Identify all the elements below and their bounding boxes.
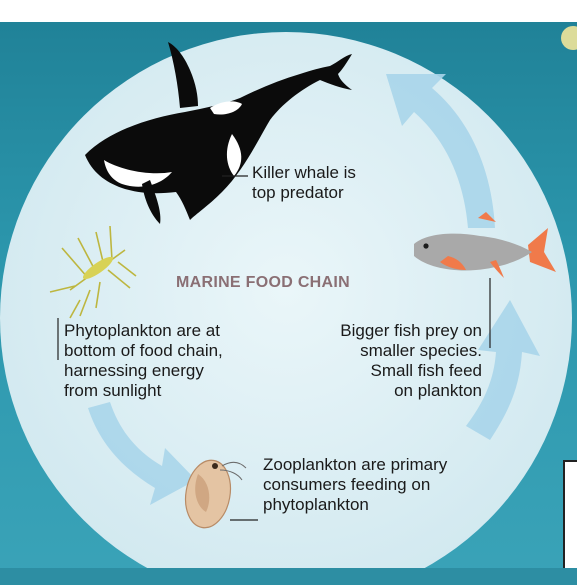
killer-whale-label-line: Killer whale is	[252, 163, 356, 183]
fish-label: Bigger fish prey on smaller species. Sma…	[296, 321, 482, 401]
phytoplankton-label-line: Phytoplankton are at	[64, 321, 223, 341]
phytoplankton-label-line: bottom of food chain,	[64, 341, 223, 361]
fish-label-line: Bigger fish prey on	[296, 321, 482, 341]
diagram-title: MARINE FOOD CHAIN	[176, 274, 406, 292]
phytoplankton-label: Phytoplankton are at bottom of food chai…	[64, 321, 223, 401]
bottom-band	[0, 568, 577, 585]
phytoplankton-label-line: from sunlight	[64, 381, 223, 401]
fish-label-line: Small fish feed	[296, 361, 482, 381]
zooplankton-label-line: Zooplankton are primary	[263, 455, 447, 475]
phytoplankton-label-line: harnessing energy	[64, 361, 223, 381]
killer-whale-label: Killer whale is top predator	[252, 163, 356, 203]
zooplankton-label: Zooplankton are primary consumers feedin…	[263, 455, 447, 515]
fish-label-line: smaller species.	[296, 341, 482, 361]
killer-whale-label-line: top predator	[252, 183, 356, 203]
zooplankton-label-line: phytoplankton	[263, 495, 447, 515]
fish-label-line: on plankton	[296, 381, 482, 401]
zooplankton-label-line: consumers feeding on	[263, 475, 447, 495]
sun-icon	[561, 26, 577, 50]
inset-panel-edge	[563, 460, 577, 585]
